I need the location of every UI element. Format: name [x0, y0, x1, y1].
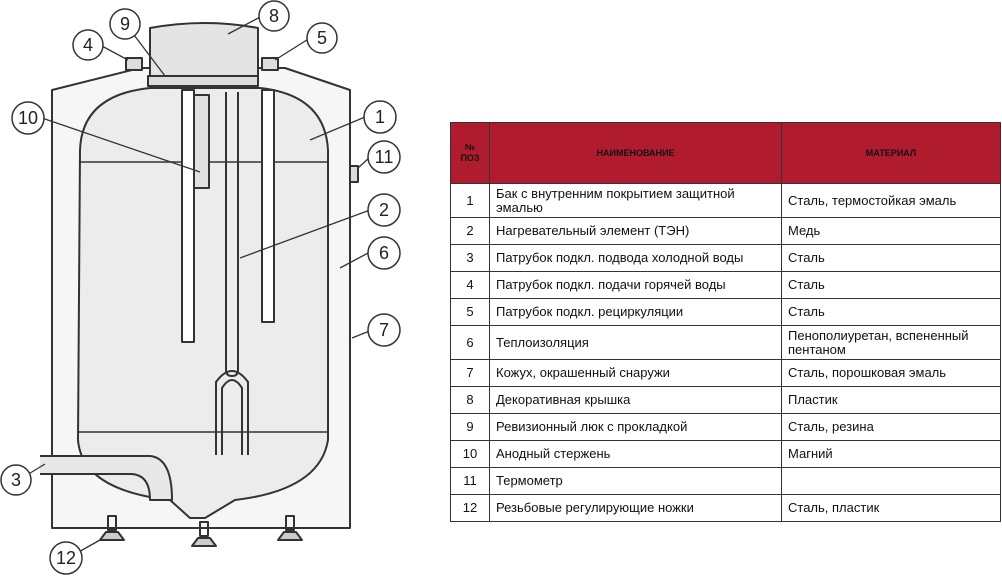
cell-name: Патрубок подкл. подвода холодной воды — [489, 244, 782, 272]
cell-material: Сталь — [781, 244, 1001, 272]
cell-num: 7 — [450, 359, 490, 387]
cell-material: Сталь — [781, 271, 1001, 299]
cell-name: Декоративная крышка — [489, 386, 782, 414]
cell-num: 5 — [450, 298, 490, 326]
header-material: МАТЕРИАЛ — [781, 122, 1001, 184]
callout-2: 2 — [367, 193, 401, 227]
cell-num: 6 — [450, 325, 490, 360]
svg-text:6: 6 — [379, 243, 389, 263]
cell-material: Сталь — [781, 298, 1001, 326]
thermometer — [349, 165, 359, 183]
cell-num: 10 — [450, 440, 490, 468]
cell-material: Пенополиуретан, вспененный пентаном — [781, 325, 1001, 360]
heating-tube-left — [181, 89, 195, 343]
cell-name: Нагревательный элемент (ТЭН) — [489, 217, 782, 245]
cell-material: Сталь, резина — [781, 413, 1001, 441]
cell-num: 11 — [450, 467, 490, 495]
callout-4: 4 — [72, 29, 104, 61]
svg-text:5: 5 — [317, 28, 327, 48]
cell-material: Сталь, порошковая эмаль — [781, 359, 1001, 387]
cell-name: Кожух, окрашенный снаружи — [489, 359, 782, 387]
header-name: НАИМЕНОВАНИЕ — [489, 122, 782, 184]
cell-num: 2 — [450, 217, 490, 245]
svg-text:1: 1 — [375, 107, 385, 127]
cell-material: Сталь, термостойкая эмаль — [781, 183, 1001, 218]
callout-10: 10 — [11, 101, 45, 135]
cell-material: Медь — [781, 217, 1001, 245]
cell-name: Ревизионный люк с прокладкой — [489, 413, 782, 441]
cell-material — [781, 467, 1001, 495]
revision-hatch — [147, 75, 259, 87]
anode-rod — [192, 94, 210, 189]
cell-name: Патрубок подкл. рециркуляции — [489, 298, 782, 326]
header-pos: № ПОЗ — [450, 122, 490, 184]
cell-num: 12 — [450, 494, 490, 522]
cell-name: Патрубок подкл. подачи горячей воды — [489, 271, 782, 299]
cell-name: Резьбовые регулирующие ножки — [489, 494, 782, 522]
cell-material: Магний — [781, 440, 1001, 468]
svg-text:2: 2 — [379, 200, 389, 220]
callout-9: 9 — [109, 8, 141, 40]
recirculation-nozzle — [261, 57, 279, 71]
svg-text:8: 8 — [269, 6, 279, 26]
cell-num: 3 — [450, 244, 490, 272]
decorative-cover — [149, 22, 259, 77]
legs — [99, 515, 303, 547]
cell-name: Теплоизоляция — [489, 325, 782, 360]
callout-5: 5 — [306, 22, 338, 54]
cell-name: Анодный стержень — [489, 440, 782, 468]
svg-text:9: 9 — [120, 14, 130, 34]
callout-8: 8 — [258, 0, 290, 32]
cell-num: 4 — [450, 271, 490, 299]
cell-material: Сталь, пластик — [781, 494, 1001, 522]
svg-text:4: 4 — [83, 35, 93, 55]
cell-name: Термометр — [489, 467, 782, 495]
heating-tube-right — [261, 89, 275, 323]
cell-num: 1 — [450, 183, 490, 218]
svg-text:11: 11 — [375, 147, 394, 167]
cell-num: 9 — [450, 413, 490, 441]
callout-1: 1 — [363, 100, 397, 134]
callout-12: 12 — [49, 541, 83, 575]
svg-text:3: 3 — [11, 470, 21, 490]
cell-num: 8 — [450, 386, 490, 414]
heating-element-loop — [215, 370, 249, 455]
svg-text:10: 10 — [18, 108, 38, 128]
cell-name: Бак с внутренним покрытием защитной эмал… — [489, 183, 782, 218]
callout-11: 11 — [367, 140, 401, 174]
hot-water-nozzle — [125, 57, 143, 71]
callout-7: 7 — [367, 313, 401, 347]
callout-6: 6 — [367, 236, 401, 270]
callout-3: 3 — [0, 464, 32, 496]
svg-text:7: 7 — [379, 320, 389, 340]
cold-water-pipe — [40, 455, 173, 501]
cell-material: Пластик — [781, 386, 1001, 414]
boiler-diagram: 1 2 3 4 5 6 7 8 9 10 11 12 — [0, 0, 401, 575]
table-header-row: № ПОЗ НАИМЕНОВАНИЕ МАТЕРИАЛ — [450, 122, 1001, 184]
svg-text:12: 12 — [56, 548, 76, 568]
